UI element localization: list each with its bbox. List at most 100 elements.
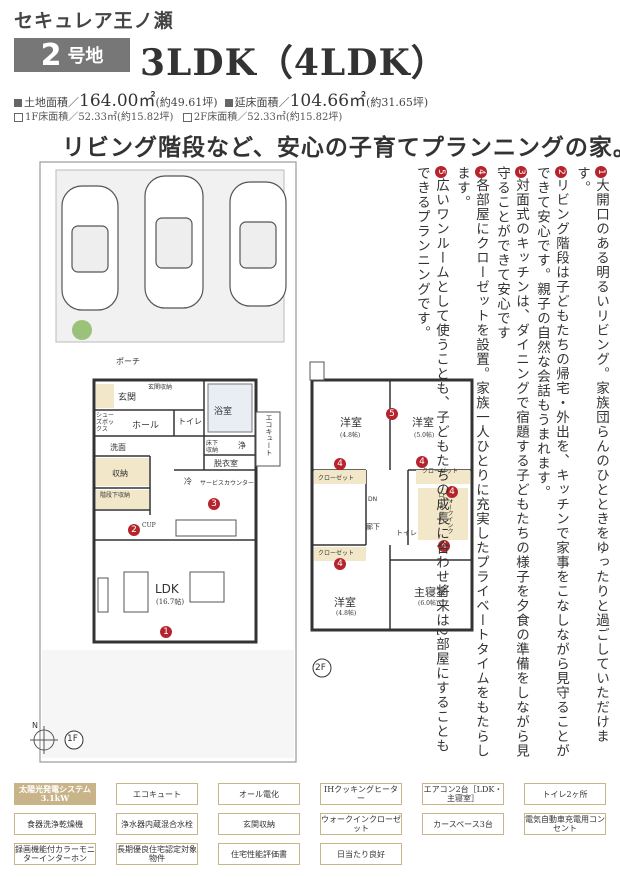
note-3: 3対面式のキッチンは、ダイニングで宿題する子どもたちの様子を夕食の準備をしながら… [492, 166, 530, 764]
floor-2f-tag: 2F [315, 663, 326, 673]
storage-fill [96, 458, 149, 486]
storage-label: 収納 [112, 469, 128, 478]
master-size: (6.0帖) [418, 600, 439, 607]
note-5: 5広いワンルームとして使うことも、子どもたちの成長に合わせ将来は2部屋にすること… [412, 166, 450, 764]
porch-label: ポーチ [116, 357, 140, 366]
floor-area-tsubo: (約31.65坪) [366, 96, 429, 109]
car-icon [61, 175, 287, 311]
square-outline-icon [182, 113, 192, 122]
note-2: 2リビング階段は子どもたちの帰宅・外出を、キッチンで家事をこなしながら見守ること… [532, 166, 570, 764]
toilet-2f-label: トイレ [396, 529, 417, 537]
garden-area [42, 650, 294, 758]
corridor-label: 廊下 [366, 523, 380, 531]
f2-area-label: 2F床面積／ [193, 112, 248, 123]
closet-fill [416, 470, 470, 484]
note-text: 対面式のキッチンは、ダイニングで宿題する子どもたちの様子を夕食の準備をしながら見… [494, 166, 529, 758]
note-text: 大開口のある明るいリビング。家族団らんのひとときをゆったりと過ごしていただけます… [574, 166, 609, 744]
feature-item: オール電化 [218, 783, 300, 805]
room-a-size: (4.8帖) [340, 432, 361, 439]
tv-board [97, 577, 109, 613]
closet-a-label: クローゼット [318, 475, 355, 482]
land-area-label: 土地面積／ [24, 96, 79, 109]
feature-item: カースペース3台 [422, 813, 504, 835]
wash-storage-label: 脱衣室 [214, 459, 238, 468]
closet-fill [314, 470, 366, 484]
floor-plans: N [30, 161, 474, 763]
note-number: 2 [555, 166, 567, 178]
underfloor-label: 床下収納 [206, 440, 219, 454]
cold-label: 冷 [184, 477, 192, 486]
bath-label: 浴室 [214, 407, 233, 417]
dn-label: DN [368, 496, 378, 503]
feature-item: エアコン2台［LDK・主寝室］ [422, 783, 504, 805]
shoes-box-label: シューズボックス [96, 412, 115, 433]
genkan-storage-label: 玄関収納 [148, 384, 173, 391]
note-1: 1大開口のある明るいリビング。家族団らんのひとときをゆったりと過ごしていただけま… [572, 166, 610, 764]
feature-item: 日当たり良好 [320, 843, 402, 865]
marker-4: 4 [334, 558, 346, 570]
marker-1: 1 [160, 626, 172, 638]
plot-number-badge: 2 号地 [14, 37, 130, 73]
feature-item: 浄水器内蔵混合水栓 [116, 813, 198, 835]
feature-item: 録画機能付カラーモニターインターホン [14, 843, 96, 865]
hall-label: ホール [132, 421, 160, 431]
feature-item: ウォークインクローゼット [320, 813, 402, 835]
feature-item: 電気自動車充電用コンセント [524, 813, 606, 835]
square-bullet-icon [14, 99, 22, 107]
feature-item: 食器洗浄乾燥機 [14, 813, 96, 835]
cup-label: CUP [142, 522, 156, 529]
area-summary: 土地面積／164.00㎡(約49.61坪) 延床面積／104.66㎡(約31.6… [14, 86, 428, 111]
dining-table [189, 571, 225, 603]
floor-2f-tag-circle [312, 658, 332, 678]
note-number: 5 [435, 166, 447, 178]
land-area-tsubo: (約49.61坪) [155, 96, 218, 109]
marker-4: 4 [416, 456, 428, 468]
square-bullet-icon [224, 99, 233, 107]
closet-c-label: クローゼット [318, 550, 355, 557]
bath-room [207, 383, 253, 433]
ldk-size-label: (16.7帖) [156, 598, 185, 606]
feature-item: 長期優良住宅認定対象物件 [116, 843, 198, 865]
floor-area-label: 延床面積／ [234, 96, 290, 109]
note-text: 広いワンルームとして使うことも、子どもたちの成長に合わせ将来は2部屋にすることも… [414, 166, 449, 754]
feature-item: 住宅性能評価書 [218, 843, 300, 865]
room-a-label: 洋室 [340, 416, 362, 429]
f1-area-label: 1F床面積／ [25, 112, 79, 123]
f1-area-value: 52.33㎡(約15.82坪) [78, 112, 174, 123]
marker-4: 4 [334, 458, 346, 470]
ldk-label: LDK [155, 582, 179, 596]
marker-4: 4 [446, 486, 458, 498]
floor-area-value: 104.66㎡ [289, 91, 367, 111]
clean-label: 浄 [238, 441, 246, 450]
closet-b-label: クローゼット [422, 468, 459, 475]
walkin-fill [418, 488, 468, 540]
shoes-box-fill [96, 384, 114, 408]
kitchen-counter [175, 519, 237, 537]
plot-number: 2 [40, 37, 62, 73]
note-text: 各部屋にクローゼットを設置。家族一人ひとりに充実したプライベートタイムをもたらし… [454, 166, 489, 758]
feature-item: 太陽光発電システム3.1kW [14, 783, 96, 805]
svg-text:N: N [32, 721, 38, 730]
eco-cute-unit [255, 411, 281, 467]
tree-icon [72, 320, 92, 340]
feature-item: トイレ2ヶ所 [524, 783, 606, 805]
note-text: リビング階段は子どもたちの帰宅・外出を、キッチンで家事をこなしながら見守ることが… [534, 166, 569, 758]
room-b-label: 洋室 [412, 416, 434, 429]
service-counter-label: サービスカウンター [200, 480, 255, 487]
note-number: 3 [515, 166, 527, 178]
floor-1f-tag: 1F [67, 734, 78, 744]
closet-fill [314, 547, 366, 561]
plot-suffix: 号地 [67, 46, 104, 67]
layout-title: 3LDK（4LDK） [140, 42, 448, 84]
balcony-post [309, 361, 325, 381]
room-b-size: (5.0帖) [414, 432, 435, 439]
marker-4: 4 [438, 540, 450, 552]
feature-item: 玄関収納 [218, 813, 300, 835]
note-number: 4 [475, 166, 487, 178]
marker-2: 2 [128, 524, 140, 536]
room-c-size: (4.8帖) [336, 610, 357, 617]
f2-area-value: 52.33㎡(約15.82坪) [247, 112, 343, 123]
toilet-label: トイレ [178, 417, 202, 426]
note-4: 4各部屋にクローゼットを設置。家族一人ひとりに充実したプライベートタイムをもたら… [452, 166, 490, 764]
tagline: リビング階段など、安心の子育てプランニングの家。 [62, 134, 620, 161]
